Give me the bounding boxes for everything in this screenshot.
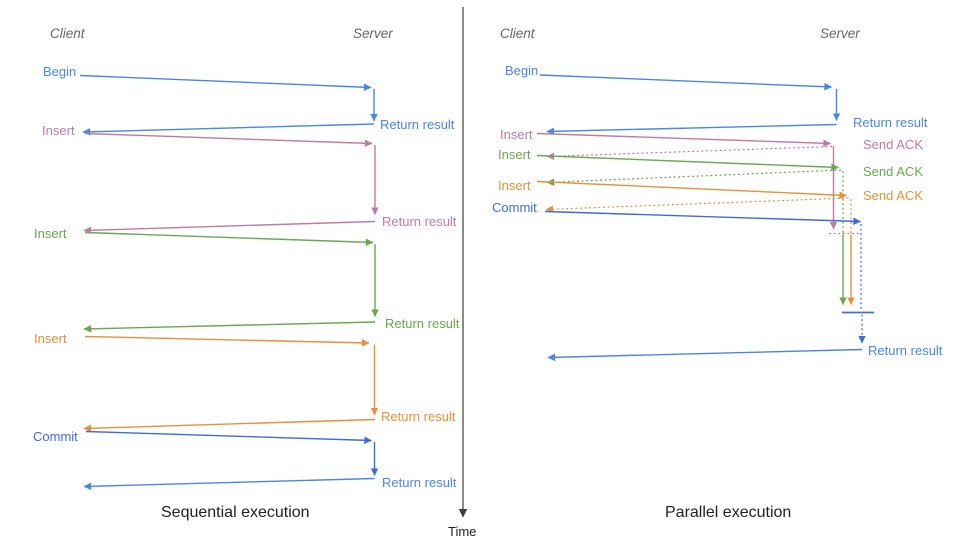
seq-insert3-transaction: Insert Return result <box>34 331 456 433</box>
return-result-label: Return result <box>868 343 943 358</box>
commit-return-arrow <box>83 477 375 491</box>
insert-label: Insert <box>34 331 67 346</box>
begin-label: Begin <box>505 63 538 78</box>
time-axis: Time <box>448 7 476 539</box>
insert-request-arrow <box>84 132 373 148</box>
insert-return-arrow <box>83 220 376 235</box>
commit-label: Commit <box>33 429 78 444</box>
begin-label: Begin <box>43 64 76 79</box>
insert-return-arrow <box>83 321 376 333</box>
commit-label: Commit <box>492 200 537 215</box>
par-insert3-transaction: Insert Send ACK <box>498 178 923 306</box>
sequential-title: Sequential execution <box>161 504 310 521</box>
seq-begin-transaction: Begin Return result <box>43 64 455 136</box>
return-result-label: Return result <box>381 409 456 424</box>
send-ack-label: Send ACK <box>863 137 923 152</box>
begin-return-arrow <box>546 123 837 136</box>
return-result-label: Return result <box>385 316 460 331</box>
begin-return-arrow <box>82 123 375 136</box>
ack-return-dashed-arrow <box>545 197 849 214</box>
insert-request-arrow <box>84 231 374 247</box>
server-header: Server <box>820 26 860 41</box>
seq-insert1-transaction: Insert Return result <box>42 123 457 235</box>
return-result-label: Return result <box>853 115 928 130</box>
client-header: Client <box>500 26 536 41</box>
parallel-title: Parallel execution <box>665 504 791 521</box>
insert-label: Insert <box>498 147 531 162</box>
time-axis-label: Time <box>448 524 476 539</box>
sequential-panel: Client Server Begin Return result Insert… <box>33 26 460 521</box>
return-result-label: Return result <box>382 475 457 490</box>
client-header: Client <box>50 26 86 41</box>
begin-request-arrow <box>79 74 372 91</box>
insert-request-arrow <box>536 180 848 199</box>
par-commit-transaction: Commit Return result <box>492 200 943 362</box>
insert-label: Insert <box>498 178 531 193</box>
par-begin-transaction: Begin Return result <box>505 63 928 136</box>
insert-request-arrow <box>536 132 832 148</box>
insert-label: Insert <box>500 127 533 142</box>
return-result-label: Return result <box>380 117 455 132</box>
commit-request-arrow <box>85 430 373 445</box>
insert-return-arrow <box>83 418 376 433</box>
seq-commit-transaction: Commit Return result <box>33 429 457 491</box>
server-header: Server <box>353 26 393 41</box>
ack-return-dashed-arrow <box>546 145 833 161</box>
begin-request-arrow <box>539 74 833 91</box>
commit-return-arrow <box>547 348 863 362</box>
par-insert1-transaction: Insert Send ACK <box>500 127 923 230</box>
insert-request-arrow <box>536 154 840 171</box>
send-ack-label: Send ACK <box>863 188 923 203</box>
send-ack-label: Send ACK <box>863 164 923 179</box>
insert-label: Insert <box>34 226 67 241</box>
commit-request-arrow <box>544 210 862 226</box>
ack-return-dashed-arrow <box>546 169 842 186</box>
par-insert2-transaction: Insert Send ACK <box>498 147 923 306</box>
parallel-panel: Client Server Begin Return result Insert… <box>492 26 943 521</box>
seq-insert2-transaction: Insert Return result <box>34 226 460 333</box>
insert-request-arrow <box>84 335 370 347</box>
return-result-label: Return result <box>382 214 457 229</box>
insert-label: Insert <box>42 123 75 138</box>
